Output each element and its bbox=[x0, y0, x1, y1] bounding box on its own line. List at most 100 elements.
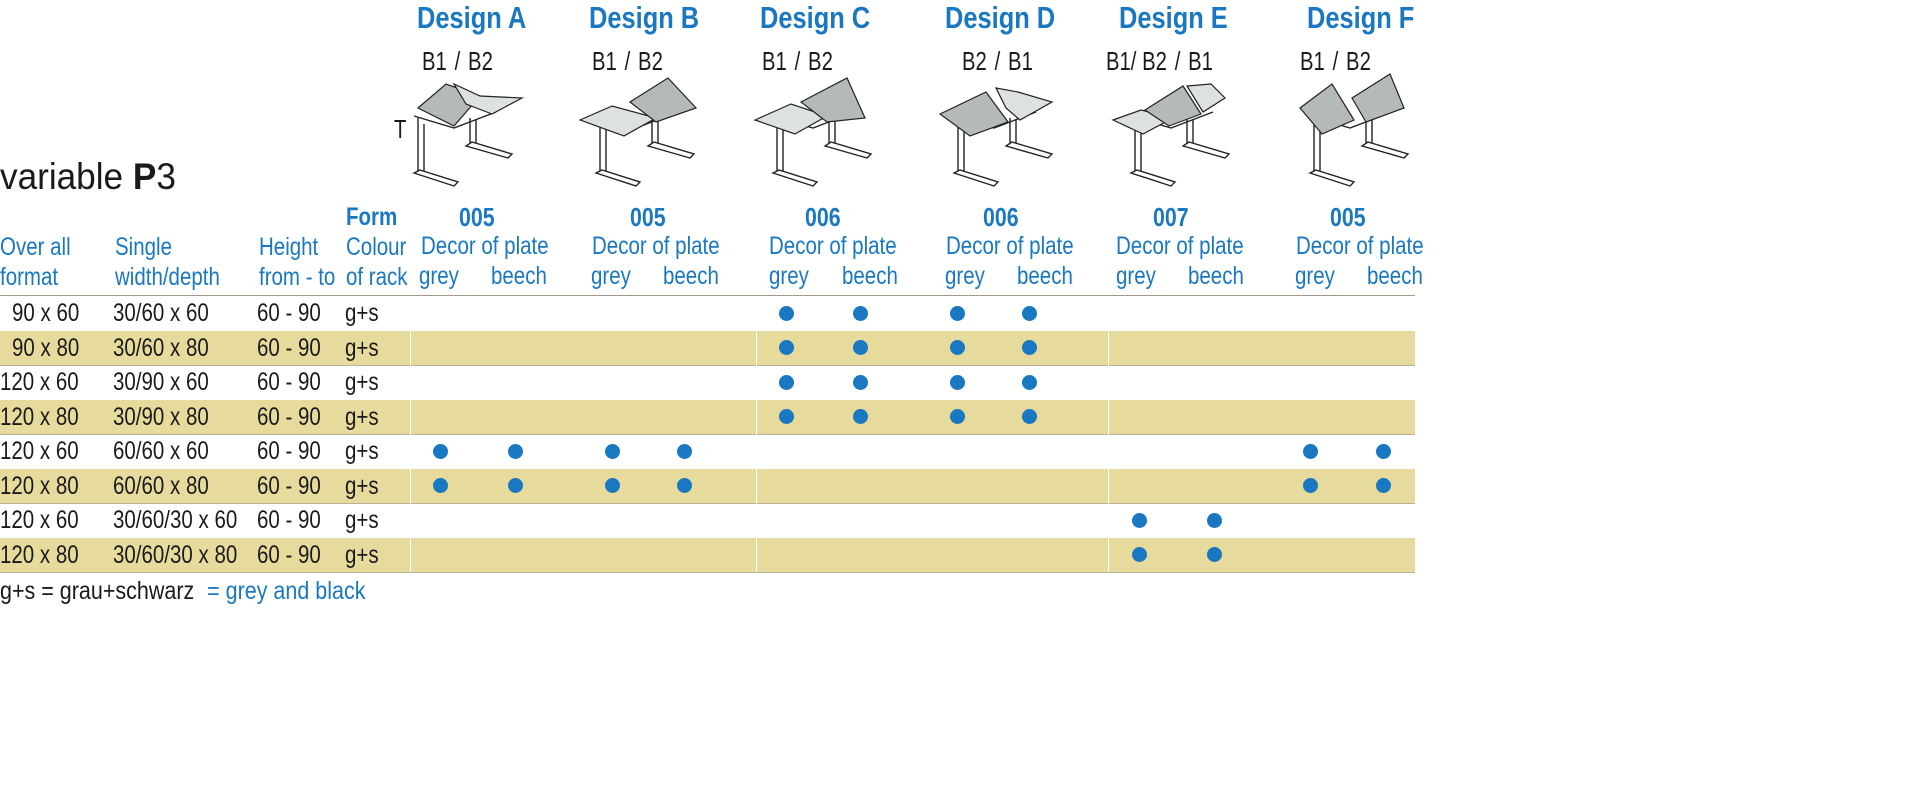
availability-dot bbox=[432, 443, 448, 459]
availability-dot bbox=[432, 478, 448, 494]
availability-dot bbox=[604, 478, 620, 494]
design-grey-label-e: grey bbox=[1116, 262, 1156, 290]
title-suffix: 3 bbox=[156, 156, 176, 197]
cell-overall-format: 120 x 60 bbox=[0, 506, 79, 534]
cell-overall-format: 120 x 80 bbox=[0, 540, 79, 569]
column-separator bbox=[1108, 330, 1109, 365]
design-beech-label-c: beech bbox=[842, 262, 898, 290]
design-beech-label-f: beech bbox=[1367, 262, 1423, 290]
footnote-equals: = bbox=[41, 577, 54, 605]
footnote: g+s = grau+schwarz = grey and black bbox=[0, 577, 425, 606]
design-title-c: Design C bbox=[760, 0, 871, 35]
design-grey-label-d: grey bbox=[945, 262, 985, 290]
cell-height: 60 - 90 bbox=[257, 299, 321, 327]
availability-dot bbox=[852, 305, 868, 321]
column-separator bbox=[410, 399, 411, 434]
column-separator bbox=[756, 399, 757, 434]
cell-overall-format: 120 x 60 bbox=[0, 437, 79, 465]
availability-dot bbox=[1375, 443, 1391, 459]
table-top-rule bbox=[0, 295, 1415, 296]
design-title-e: Design E bbox=[1119, 0, 1228, 35]
availability-dot bbox=[676, 478, 692, 494]
design-code-c: 006 bbox=[805, 202, 841, 232]
title-prefix: variable bbox=[0, 156, 124, 197]
availability-dot bbox=[604, 443, 620, 459]
availability-dot bbox=[1021, 305, 1037, 321]
header-single-width-depth: Single width/depth bbox=[115, 233, 220, 291]
cell-colour: g+s bbox=[345, 437, 379, 465]
desk-drawing-d bbox=[938, 87, 1054, 187]
desk-drawing-c bbox=[753, 77, 873, 187]
cell-colour: g+s bbox=[345, 471, 379, 500]
desk-drawing-f bbox=[1299, 73, 1410, 187]
availability-dot bbox=[507, 443, 523, 459]
availability-dot bbox=[778, 305, 794, 321]
availability-dot bbox=[852, 340, 868, 356]
design-plate-labels-a: B1/B2 bbox=[422, 46, 493, 76]
desk-drawing-e bbox=[1111, 83, 1231, 187]
availability-dot bbox=[1021, 374, 1037, 390]
table-row: 120 x 60 60/60 x 60 60 - 90 g+s bbox=[0, 434, 1415, 470]
desk-drawing-b bbox=[578, 77, 698, 187]
column-separator bbox=[1108, 503, 1109, 538]
design-title-a: Design A bbox=[417, 0, 527, 35]
availability-dot bbox=[507, 478, 523, 494]
cell-colour: g+s bbox=[345, 540, 379, 569]
footnote-abbr: g+s bbox=[0, 577, 36, 605]
column-separator bbox=[1108, 537, 1109, 572]
availability-dot bbox=[1021, 409, 1037, 425]
table-title: variable P3 bbox=[0, 156, 185, 198]
column-separator bbox=[756, 365, 757, 400]
column-separator bbox=[410, 434, 411, 469]
column-separator bbox=[410, 330, 411, 365]
design-decor-label-a: Decor of plate bbox=[421, 232, 549, 260]
column-separator bbox=[410, 296, 411, 331]
cell-colour: g+s bbox=[345, 506, 379, 534]
design-decor-label-e: Decor of plate bbox=[1116, 232, 1244, 260]
column-separator bbox=[1108, 399, 1109, 434]
cell-overall-format: 120 x 80 bbox=[0, 402, 79, 431]
design-grey-label-b: grey bbox=[591, 262, 631, 290]
design-title-d: Design D bbox=[945, 0, 1056, 35]
footnote-german: grau+schwarz bbox=[59, 577, 195, 605]
design-grey-label-c: grey bbox=[769, 262, 809, 290]
design-code-b: 005 bbox=[630, 202, 666, 232]
cell-height: 60 - 90 bbox=[257, 333, 321, 362]
cell-overall-format: 120 x 80 bbox=[0, 471, 79, 500]
design-plate-labels-e: B1/ B2/B1 bbox=[1106, 46, 1213, 76]
design-plate-labels-c: B1/B2 bbox=[762, 46, 833, 76]
availability-dot bbox=[676, 443, 692, 459]
column-separator bbox=[756, 296, 757, 331]
column-separator bbox=[410, 537, 411, 572]
design-beech-label-e: beech bbox=[1188, 262, 1244, 290]
footnote-english: = grey and black bbox=[207, 577, 366, 605]
design-code-d: 006 bbox=[983, 202, 1019, 232]
cell-single-width-depth: 60/60 x 80 bbox=[113, 471, 209, 500]
desk-drawing-a bbox=[412, 82, 525, 187]
header-height: Height from - to bbox=[259, 233, 336, 291]
column-separator bbox=[410, 503, 411, 538]
column-separator bbox=[1108, 365, 1109, 400]
availability-dot bbox=[1131, 547, 1147, 563]
availability-dot bbox=[949, 340, 965, 356]
title-bold: P bbox=[132, 156, 157, 197]
availability-dot bbox=[852, 374, 868, 390]
cell-height: 60 - 90 bbox=[257, 437, 321, 465]
cell-overall-format: 120 x 60 bbox=[0, 368, 79, 396]
cell-single-width-depth: 30/90 x 80 bbox=[113, 402, 209, 431]
table-row: 120 x 80 60/60 x 80 60 - 90 g+s bbox=[0, 468, 1415, 504]
cell-colour: g+s bbox=[345, 299, 379, 327]
cell-colour: g+s bbox=[345, 333, 379, 362]
cell-single-width-depth: 30/60/30 x 80 bbox=[113, 540, 238, 569]
design-beech-label-b: beech bbox=[663, 262, 719, 290]
cell-height: 60 - 90 bbox=[257, 471, 321, 500]
availability-dot bbox=[1131, 512, 1147, 528]
cell-single-width-depth: 60/60 x 60 bbox=[113, 437, 209, 465]
design-a-t-label: T bbox=[394, 114, 407, 144]
design-plate-labels-f: B1/B2 bbox=[1300, 46, 1371, 76]
design-plate-labels-b: B1/B2 bbox=[592, 46, 663, 76]
